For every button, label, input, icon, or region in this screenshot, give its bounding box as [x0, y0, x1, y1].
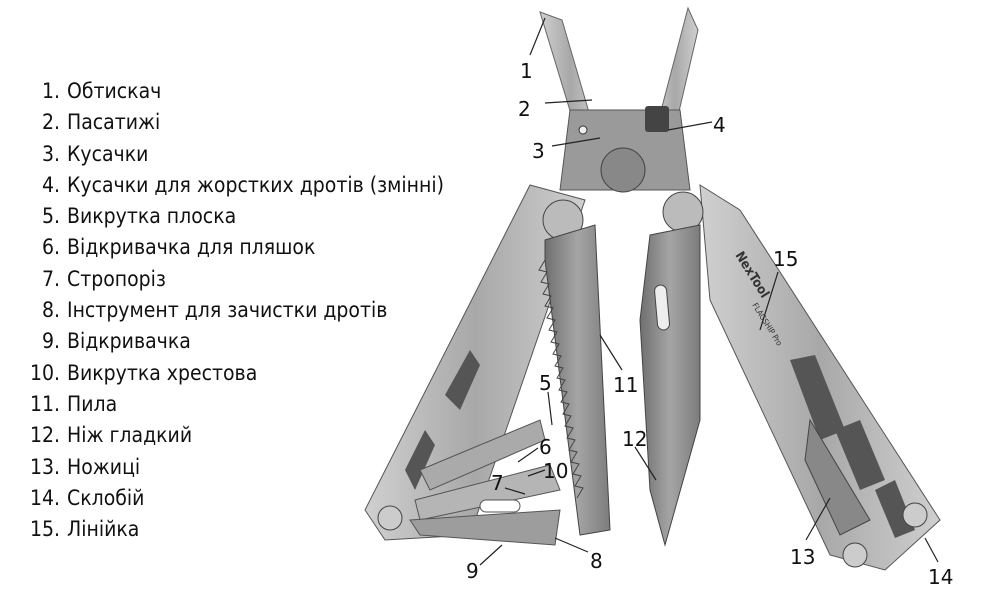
- callout-12: 12: [622, 427, 647, 451]
- wire-cutter-insert: [645, 106, 669, 132]
- legend-item: 7.Стропоріз: [41, 266, 166, 291]
- legend-item: 15.Лінійка: [29, 517, 140, 542]
- legend-item: 10.Викрутка хрестова: [29, 360, 258, 385]
- legend-item: 6.Відкривачка для пляшок: [41, 235, 316, 260]
- legend-item: 13.Ножиці: [29, 454, 141, 479]
- leader-lines: [479, 17, 939, 566]
- screw: [842, 542, 868, 568]
- callout-11: 11: [613, 373, 638, 397]
- callout-1: 1: [520, 59, 533, 83]
- callout-15: 15: [773, 247, 798, 271]
- legend-item: 8.Інструмент для зачистки дротів: [41, 298, 388, 323]
- callout-5: 5: [539, 371, 552, 395]
- callout-8: 8: [590, 549, 603, 573]
- legend-item: 14.Склобій: [29, 485, 145, 510]
- screw: [902, 502, 928, 528]
- callout-10: 10: [543, 459, 568, 483]
- saw-teeth: [538, 259, 584, 499]
- legend-item: 11.Пила: [29, 391, 118, 416]
- callout-13: 13: [790, 545, 815, 569]
- knife-blade: [639, 224, 701, 547]
- legend-item: 12.Ніж гладкий: [29, 423, 193, 448]
- legend-item: 4.Кусачки для жорстких дротів (змінні): [41, 172, 444, 197]
- callout-7: 7: [491, 471, 504, 495]
- legend-item: 2.Пасатижі: [41, 110, 161, 135]
- right-handle: NexTool FLAGSHIP Pro: [662, 184, 941, 571]
- callout-6: 6: [539, 435, 552, 459]
- scissors: [804, 418, 871, 536]
- legend-list: 1.Обтискач 2.Пасатижі 3.Кусачки 4.Кусачк…: [20, 76, 444, 545]
- pivot-screw: [600, 147, 646, 193]
- legend-item: 1.Обтискач: [41, 79, 162, 103]
- callout-4: 4: [713, 113, 726, 137]
- left-handle: [364, 184, 586, 541]
- small-tools: [409, 419, 561, 546]
- screw: [377, 505, 403, 531]
- legend-item: 3.Кусачки: [41, 141, 149, 166]
- callout-3: 3: [532, 139, 545, 163]
- legend-item: 9.Відкривачка: [41, 329, 191, 354]
- callout-14: 14: [928, 565, 953, 589]
- legend-item: 5.Викрутка плоска: [41, 204, 237, 229]
- plier-jaws: [539, 6, 699, 193]
- saw-blade: [544, 224, 611, 536]
- callout-9: 9: [466, 559, 479, 583]
- callout-2: 2: [518, 97, 531, 121]
